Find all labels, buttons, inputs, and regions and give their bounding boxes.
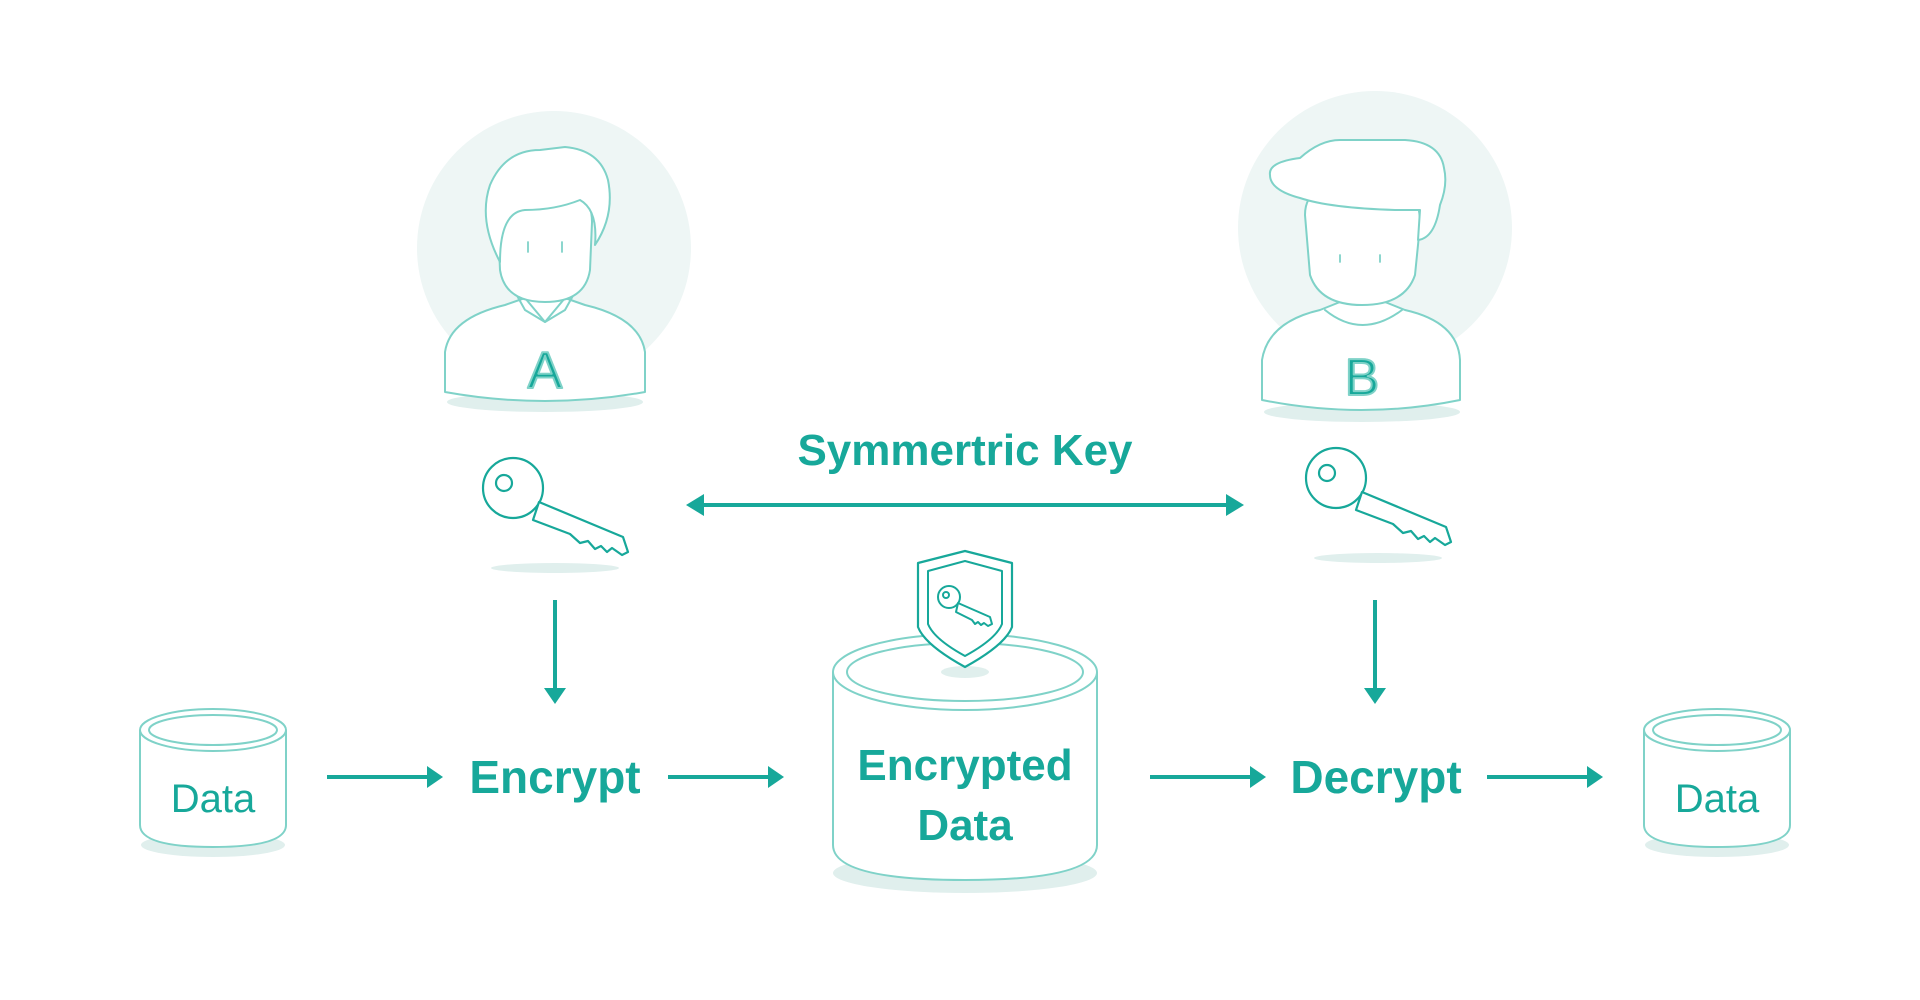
encrypted-data-label-line2: Data [917,801,1013,850]
output-data-label: Data [1675,777,1760,821]
key-icon-a [481,456,630,573]
arrow-right-icon [327,766,443,788]
database-icon-encrypted: Encrypted Data [832,633,1098,893]
key-icon [1304,446,1453,547]
key-b-shadow [1314,553,1442,563]
database-icon-output: Data [1643,708,1791,857]
source-data-label: Data [171,777,256,821]
encrypted-data-label-line1: Encrypted [857,741,1072,790]
database-icon-source: Data [139,708,287,857]
arrow-down-icon [1364,600,1386,704]
user-a-figure: A [417,111,691,412]
user-b-letter: B [1345,349,1380,407]
decrypt-step-label: Decrypt [1290,751,1461,803]
arrow-right-icon [1487,766,1603,788]
user-b-figure: B [1238,91,1512,422]
arrow-down-icon [544,600,566,704]
arrow-right-icon [1150,766,1266,788]
user-a-icon: A [444,146,646,402]
user-a-letter: A [528,342,563,400]
symmetric-key-label: Symmertric Key [797,426,1133,475]
user-b-icon: B [1261,139,1461,411]
key-icon [481,456,630,557]
double-arrow-icon [686,494,1244,516]
key-a-shadow [491,563,619,573]
key-icon-b [1304,446,1453,563]
encrypt-step-label: Encrypt [469,751,640,803]
shield-key-icon [916,549,1014,669]
arrow-right-icon [668,766,784,788]
